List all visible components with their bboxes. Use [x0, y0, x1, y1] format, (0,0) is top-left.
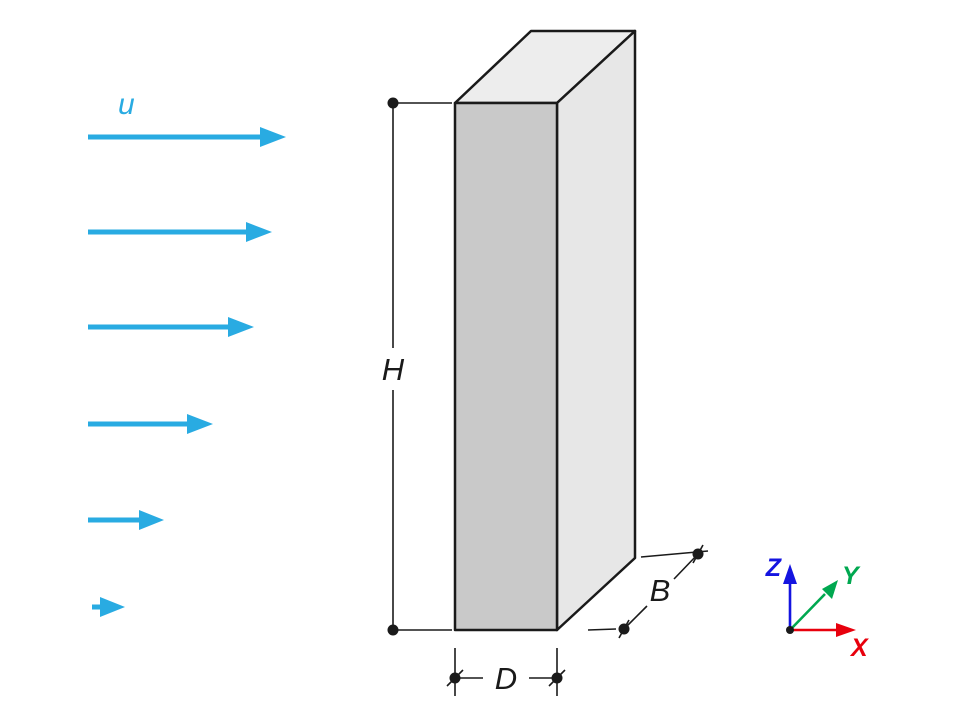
x-axis-label: X — [849, 634, 869, 662]
y-axis-arrowhead — [822, 580, 838, 599]
wind-arrow — [88, 317, 254, 337]
z-axis-arrowhead — [783, 564, 797, 584]
dimension-dot — [618, 623, 630, 635]
dimension-dot — [387, 624, 399, 636]
height-label: H — [382, 352, 405, 387]
wind-speed-label: u — [118, 88, 135, 121]
dimension-dot — [387, 97, 399, 109]
dimension-line — [673, 553, 699, 580]
width-label: B — [650, 573, 671, 608]
depth-label: D — [495, 661, 517, 696]
wind-arrow-head — [100, 597, 125, 617]
axes-origin-dot — [786, 626, 794, 634]
dimension-dot — [551, 672, 563, 684]
wind-arrow-head — [228, 317, 254, 337]
box-side-face — [555, 29, 637, 632]
dimension-dot — [449, 672, 461, 684]
wind-arrow — [92, 597, 125, 617]
building-box — [453, 29, 637, 632]
wind-profile: u — [88, 88, 286, 617]
z-axis-label: Z — [765, 554, 783, 582]
dimension-extension-line — [587, 628, 617, 631]
dimension-height: H — [382, 97, 452, 636]
dimension-depth: D — [446, 648, 566, 696]
y-axis-line — [789, 593, 826, 631]
wind-arrow — [88, 414, 213, 434]
dimension-dot — [692, 548, 704, 560]
dimension-width: B — [587, 544, 709, 639]
wind-arrow-head — [260, 127, 286, 147]
coordinate-axes: Z Y X — [765, 554, 869, 662]
x-axis-arrowhead — [836, 623, 856, 637]
wind-arrow-head — [139, 510, 164, 530]
wind-arrow — [88, 127, 286, 147]
wind-arrow-head — [187, 414, 213, 434]
y-axis-label: Y — [842, 562, 861, 590]
wind-arrow — [88, 510, 164, 530]
box-front-face — [453, 101, 559, 632]
wind-arrow — [88, 222, 272, 242]
wind-arrow-head — [246, 222, 272, 242]
